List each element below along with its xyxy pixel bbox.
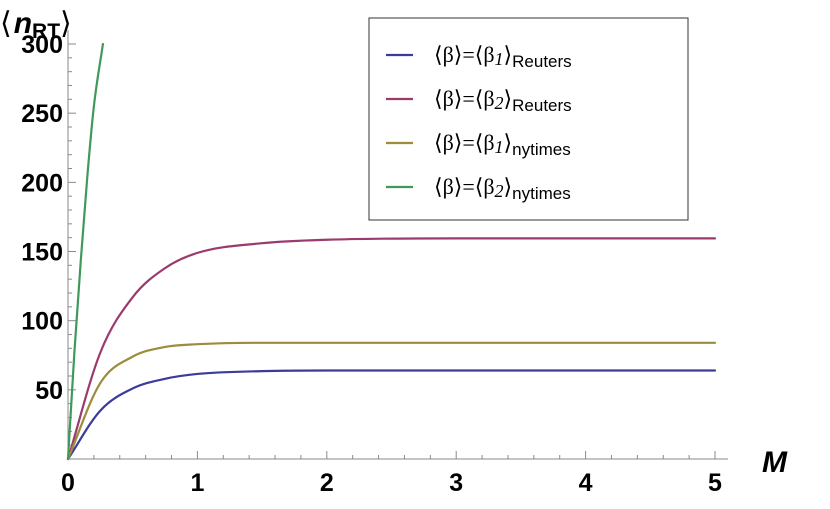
- y-tick-label: 300: [21, 31, 63, 59]
- y-tick-label: 250: [21, 100, 63, 128]
- y-axis-label: ⟨nRT⟩: [0, 7, 72, 43]
- y-tick-label: 200: [21, 169, 63, 197]
- x-tick-label: 2: [320, 469, 334, 497]
- legend-label-3: ⟨β⟩=⟨β1⟩nytimes: [434, 130, 571, 159]
- y-axis-label-sub: RT: [32, 20, 60, 43]
- x-tick-label: 1: [190, 469, 204, 497]
- ticks: [67, 43, 716, 459]
- legend-label-4: ⟨β⟩=⟨β2⟩nytimes: [434, 174, 571, 203]
- legend: ⟨β⟩=⟨β1⟩Reuters ⟨β⟩=⟨β2⟩Reuters ⟨β⟩=⟨β1⟩ny…: [368, 17, 689, 221]
- legend-label-1: ⟨β⟩=⟨β1⟩Reuters: [434, 42, 572, 71]
- y-axis-label-var: n: [14, 7, 32, 40]
- x-tick-label: 3: [449, 469, 463, 497]
- legend-box: [368, 17, 689, 221]
- series-line-1: [66, 369, 717, 461]
- y-axis-label-open: ⟨: [0, 7, 12, 40]
- y-tick-label: 100: [21, 308, 63, 336]
- tick-labels: 0 1 2 3 4 5 50 100 150 200 250 300: [21, 31, 722, 497]
- y-tick-label: 150: [21, 239, 63, 267]
- x-axis-label: M: [762, 446, 788, 479]
- y-axis-label-close: ⟩: [60, 7, 72, 40]
- series-line-4: [66, 42, 105, 461]
- x-tick-label: 5: [708, 469, 722, 497]
- x-tick-label: 0: [61, 469, 75, 497]
- x-tick-label: 4: [579, 469, 593, 497]
- y-tick-label: 50: [35, 377, 63, 405]
- series-line-2: [66, 237, 717, 461]
- axes: [67, 30, 728, 460]
- series-line-3: [66, 341, 717, 461]
- series-lines: [66, 42, 717, 461]
- legend-label-2: ⟨β⟩=⟨β2⟩Reuters: [434, 86, 572, 115]
